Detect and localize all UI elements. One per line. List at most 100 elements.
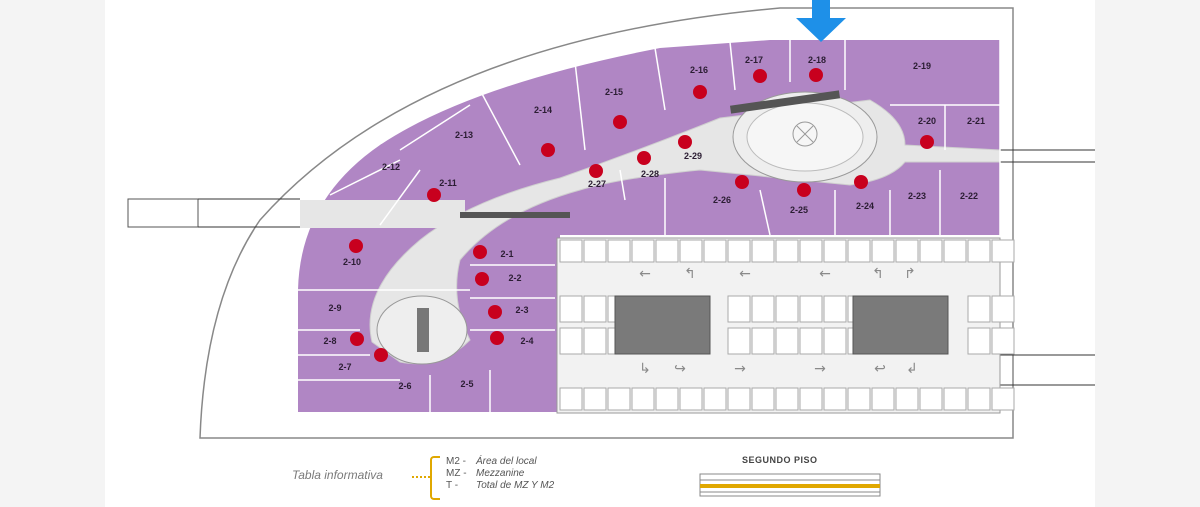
parking-space xyxy=(823,387,847,411)
parking-space xyxy=(943,387,967,411)
unit-label-2-11: 2-11 xyxy=(439,178,457,188)
parking-space xyxy=(727,327,751,355)
unit-label-2-6: 2-6 xyxy=(398,381,411,391)
parking-space xyxy=(967,295,991,323)
parking-space xyxy=(799,387,823,411)
unit-label-2-21: 2-21 xyxy=(967,116,985,126)
unit-marker-2-3[interactable] xyxy=(488,305,502,319)
parking-space xyxy=(799,327,823,355)
parking-space xyxy=(823,295,847,323)
unit-label-2-29: 2-29 xyxy=(684,151,702,161)
unit-marker-2-11[interactable] xyxy=(427,188,441,202)
parking-space xyxy=(679,387,703,411)
parking-space xyxy=(631,387,655,411)
unit-divider xyxy=(399,104,471,151)
corridor-west xyxy=(300,200,465,228)
parking-space xyxy=(967,327,991,355)
unit-label-2-19: 2-19 xyxy=(913,61,931,71)
unit-marker-2-17[interactable] xyxy=(753,69,767,83)
parking-arrow-icon: ← xyxy=(739,266,751,282)
parking-space xyxy=(655,387,679,411)
unit-divider xyxy=(619,169,626,201)
escalator-icon xyxy=(460,212,570,218)
unit-label-2-18: 2-18 xyxy=(808,55,826,65)
parking-core xyxy=(614,295,711,355)
escalator-icon xyxy=(417,308,429,352)
unit-marker-2-2[interactable] xyxy=(475,272,489,286)
parking-space xyxy=(727,239,751,263)
entrance-west xyxy=(127,198,199,228)
parking-space xyxy=(559,387,583,411)
parking-space xyxy=(919,239,943,263)
unit-marker-2-27[interactable] xyxy=(589,164,603,178)
floor-title: SEGUNDO PISO xyxy=(742,455,818,465)
unit-marker-2-13[interactable] xyxy=(541,143,555,157)
unit-marker-2-26[interactable] xyxy=(735,175,749,189)
unit-marker-2-1[interactable] xyxy=(473,245,487,259)
parking-space xyxy=(703,387,727,411)
unit-marker-2-14[interactable] xyxy=(613,115,627,129)
unit-label-2-23: 2-23 xyxy=(908,191,926,201)
parking-space xyxy=(607,239,631,263)
parking-space xyxy=(967,387,991,411)
parking-space xyxy=(583,295,607,323)
parking-space xyxy=(727,295,751,323)
parking-space xyxy=(991,327,1015,355)
unit-label-2-12: 2-12 xyxy=(382,162,400,172)
unit-divider xyxy=(654,47,666,111)
unit-label-2-25: 2-25 xyxy=(790,205,808,215)
parking-space xyxy=(751,239,775,263)
unit-marker-2-25[interactable] xyxy=(797,183,811,197)
parking-space xyxy=(559,239,583,263)
unit-marker-2-20[interactable] xyxy=(920,135,934,149)
unit-label-2-7: 2-7 xyxy=(338,362,351,372)
unit-label-2-16: 2-16 xyxy=(690,65,708,75)
parking-space xyxy=(823,239,847,263)
parking-space xyxy=(967,239,991,263)
parking-space xyxy=(775,387,799,411)
unit-marker-2-7[interactable] xyxy=(374,348,388,362)
parking-arrow-icon: ← xyxy=(639,266,651,282)
parking-space xyxy=(751,387,775,411)
parking-space xyxy=(799,239,823,263)
parking-space xyxy=(679,239,703,263)
unit-label-2-17: 2-17 xyxy=(745,55,763,65)
legend-item: M2 -Área del local xyxy=(446,456,537,467)
escalator-icon xyxy=(729,90,841,114)
unit-marker-2-29[interactable] xyxy=(678,135,692,149)
parking-space xyxy=(847,387,871,411)
unit-marker-2-4[interactable] xyxy=(490,331,504,345)
unit-marker-2-15[interactable] xyxy=(693,85,707,99)
legend-items: M2 -Área del local MZ -Mezzanine T -Tota… xyxy=(446,456,554,492)
parking-space xyxy=(751,327,775,355)
parking-space xyxy=(919,387,943,411)
unit-label-2-3: 2-3 xyxy=(515,305,528,315)
parking-space xyxy=(583,327,607,355)
unit-divider xyxy=(729,41,736,91)
unit-divider xyxy=(759,189,771,236)
parking-arrow-icon: ↩ xyxy=(874,361,886,377)
unit-marker-2-18[interactable] xyxy=(809,68,823,82)
legend-title: Tabla informativa xyxy=(292,468,383,482)
unit-label-2-5: 2-5 xyxy=(460,379,473,389)
unit-marker-2-8[interactable] xyxy=(350,332,364,346)
unit-label-2-10: 2-10 xyxy=(343,257,361,267)
unit-label-2-15: 2-15 xyxy=(605,87,623,97)
unit-marker-2-10[interactable] xyxy=(349,239,363,253)
unit-marker-2-28[interactable] xyxy=(637,151,651,165)
parking-area: ←↰←←↰↱↳↪→→↩↲ xyxy=(556,237,1015,414)
parking-space xyxy=(871,239,895,263)
parking-space xyxy=(703,239,727,263)
parking-space xyxy=(751,295,775,323)
unit-marker-2-24[interactable] xyxy=(854,175,868,189)
parking-space xyxy=(727,387,751,411)
parking-space xyxy=(991,387,1015,411)
parking-space xyxy=(559,327,583,355)
parking-arrow-icon: → xyxy=(734,361,746,377)
parking-space xyxy=(847,239,871,263)
legend-item: MZ -Mezzanine xyxy=(446,468,525,479)
parking-space xyxy=(775,239,799,263)
parking-space xyxy=(871,387,895,411)
left-margin xyxy=(0,0,105,507)
